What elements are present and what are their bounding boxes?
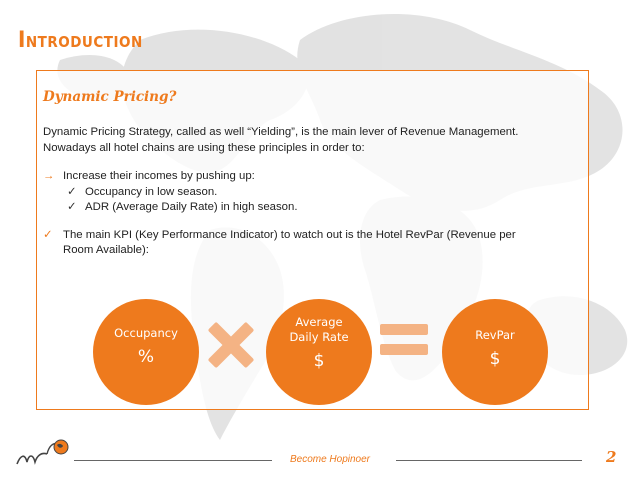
bullet-text: Occupancy in low season. bbox=[85, 185, 218, 198]
paragraph-line: Nowadays all hotel chains are using thes… bbox=[43, 142, 365, 154]
intro-paragraph: Dynamic Pricing Strategy, called as well… bbox=[43, 124, 583, 156]
occupancy-label: Occupancy bbox=[114, 326, 178, 340]
content-panel: Dynamic Pricing? Dynamic Pricing Strateg… bbox=[36, 70, 589, 410]
bullet-list: → Increase their incomes by pushing up: … bbox=[43, 169, 583, 259]
sub-bullet: ✓ ADR (Average Daily Rate) in high seaso… bbox=[43, 200, 583, 216]
arrow-bullet: → Increase their incomes by pushing up: bbox=[43, 169, 583, 185]
occupancy-circle: Occupancy % bbox=[93, 299, 199, 405]
slide-title: Introduction bbox=[18, 28, 143, 53]
sub-bullet: ✓ Occupancy in low season. bbox=[43, 185, 583, 201]
footer-divider-right bbox=[396, 460, 582, 461]
equals-icon bbox=[380, 324, 428, 355]
bullet-text: Room Available): bbox=[63, 244, 149, 256]
bullet-text: The main KPI (Key Performance Indicator)… bbox=[63, 228, 516, 241]
kpi-bullet: ✓ The main KPI (Key Performance Indicato… bbox=[43, 228, 583, 259]
checkmark-icon: ✓ bbox=[67, 185, 77, 198]
adr-symbol: $ bbox=[313, 351, 325, 371]
bullet-text: ADR (Average Daily Rate) in high season. bbox=[85, 201, 298, 213]
checkmark-icon: ✓ bbox=[67, 201, 77, 213]
section-subtitle: Dynamic Pricing? bbox=[43, 89, 177, 105]
adr-label: Daily Rate bbox=[289, 330, 349, 344]
revpar-circle: RevPar $ bbox=[442, 299, 548, 405]
adr-circle: Average Daily Rate $ bbox=[266, 299, 372, 405]
occupancy-symbol: % bbox=[137, 347, 155, 367]
multiply-icon bbox=[208, 322, 254, 368]
footer-tagline: Become Hopinoer bbox=[289, 454, 371, 465]
adr-label: Average bbox=[295, 315, 343, 329]
globe-logo-icon bbox=[16, 439, 69, 465]
revpar-label: RevPar bbox=[475, 328, 515, 342]
bullet-text: Increase their incomes by pushing up: bbox=[63, 170, 255, 182]
footer-divider-left bbox=[74, 460, 272, 461]
right-arrow-icon: → bbox=[43, 170, 55, 182]
checkmark-icon: ✓ bbox=[43, 228, 53, 241]
paragraph-line: Dynamic Pricing Strategy, called as well… bbox=[43, 126, 519, 138]
revpar-symbol: $ bbox=[489, 349, 501, 369]
page-number: 2 bbox=[606, 448, 617, 466]
